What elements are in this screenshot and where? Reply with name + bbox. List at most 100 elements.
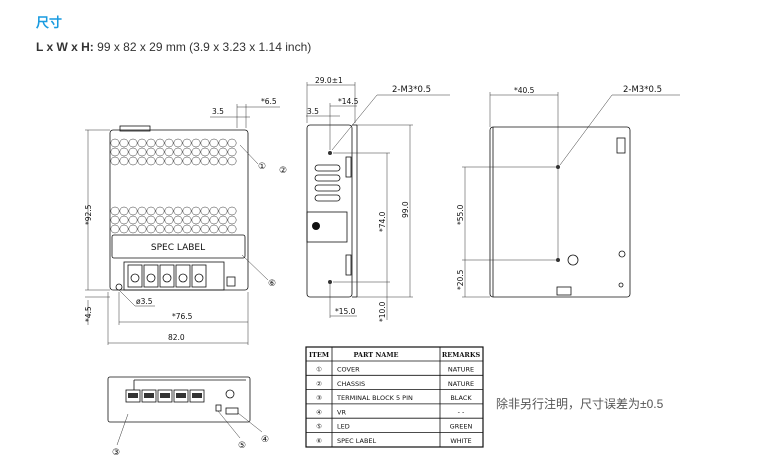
table-part-name: COVER (337, 366, 360, 374)
table-item: ① (316, 366, 322, 374)
vent-hole (137, 147, 147, 157)
vent-hole (110, 215, 120, 225)
terminal-screw-icon (146, 273, 156, 283)
bottom-view: ③ ⑤ ④ (107, 376, 269, 458)
vent-hole (200, 138, 210, 148)
vent-hole (128, 224, 138, 234)
vent-hole (119, 206, 129, 216)
table-header-remarks: REMARKS (442, 351, 481, 359)
vent-hole (173, 206, 183, 216)
dim-slot: 3.5 (307, 107, 319, 116)
vent-hole (155, 147, 165, 157)
terminal (173, 389, 189, 403)
terminal (143, 264, 159, 288)
vent-hole (173, 215, 183, 225)
vent-hole (182, 138, 192, 148)
dim-top-right: *6.5 (261, 97, 277, 106)
terminal-slot (144, 393, 154, 398)
vent-hole (155, 224, 165, 234)
vent-hole (119, 156, 129, 166)
terminal-slot (176, 393, 186, 398)
vent-hole (137, 138, 147, 148)
back-outline (489, 126, 631, 298)
vent-hole (209, 156, 219, 166)
callout-cover: ① (258, 162, 266, 172)
vent-hole (227, 224, 237, 234)
dim-hole-x: *15.0 (335, 307, 356, 316)
table-remark: GREEN (450, 423, 473, 431)
vent-hole (164, 224, 174, 234)
vent-hole (128, 156, 138, 166)
dim-bottom-back: *20.5 (456, 269, 465, 290)
vent-hole (155, 156, 165, 166)
tolerance-note: 除非另行注明，尺寸误差为±0.5 (496, 397, 664, 411)
vent-hole (146, 147, 156, 157)
vent-hole (119, 147, 129, 157)
vent-hole (200, 156, 210, 166)
terminal-screw-icon (130, 273, 140, 283)
vent-hole (173, 147, 183, 157)
side-view: 29.0±1 *14.5 3.5 2-M3*0.5 *74.0 99.0 *10… (306, 76, 450, 322)
vent-hole (155, 138, 165, 148)
vent-hole (119, 224, 129, 234)
table-remark: BLACK (450, 394, 472, 402)
vent-hole (110, 224, 120, 234)
terminal-area (123, 261, 225, 291)
vent-hole (137, 215, 147, 225)
vent-hole (164, 138, 174, 148)
table-item: ④ (316, 408, 322, 416)
terminal (141, 389, 157, 403)
terminal (189, 389, 205, 403)
vent-hole (209, 224, 219, 234)
vent-hole (146, 206, 156, 216)
terminal (127, 264, 143, 288)
led (215, 404, 222, 412)
vent-hole (191, 138, 201, 148)
table-part-name: VR (337, 408, 346, 416)
vent-hole (227, 156, 237, 166)
terminal-slot (192, 393, 202, 398)
dim-hole-pitch: *74.0 (378, 211, 387, 232)
vent-hole (200, 215, 210, 225)
vr (225, 407, 239, 415)
dim-bottom-offset: *4.5 (84, 306, 93, 322)
dim-x: *40.5 (514, 86, 535, 95)
terminal-screw-icon (194, 273, 204, 283)
vent-hole (173, 156, 183, 166)
terminal (125, 389, 141, 403)
vent-hole (110, 206, 120, 216)
terminal (175, 264, 191, 288)
vent-hole (182, 147, 192, 157)
vent-hole (119, 138, 129, 148)
vent-hole (128, 138, 138, 148)
vent-hole (173, 224, 183, 234)
table-part-name: CHASSIS (337, 380, 365, 388)
terminal-block (127, 264, 207, 288)
dimensions-line: L x W x H: 99 x 82 x 29 mm (3.9 x 3.23 x… (36, 40, 311, 54)
vent-hole (146, 215, 156, 225)
bottom-terminal-block (125, 389, 205, 403)
spec-label-box (111, 234, 246, 259)
vent-hole (146, 138, 156, 148)
vent-hole (200, 224, 210, 234)
vent-hole (218, 138, 228, 148)
vent-hole (209, 215, 219, 225)
vent-hole (146, 224, 156, 234)
screw-hole (328, 151, 332, 155)
dimensions-label: L x W x H: (36, 40, 94, 54)
back-vr (567, 254, 579, 266)
dim-hole-span: *76.5 (172, 312, 193, 321)
terminal-slot (128, 393, 138, 398)
back-screw-note: 2-M3*0.5 (623, 85, 662, 95)
vent-hole (110, 156, 120, 166)
side-screw-note: 2-M3*0.5 (392, 85, 431, 95)
vr-pot (226, 276, 236, 287)
dim-bottom: *10.0 (378, 301, 387, 322)
dim-width: 82.0 (168, 333, 185, 342)
table-remark: WHITE (450, 437, 471, 445)
vent-hole (137, 156, 147, 166)
table-remark: NATURE (448, 366, 474, 374)
vent-hole (182, 206, 192, 216)
